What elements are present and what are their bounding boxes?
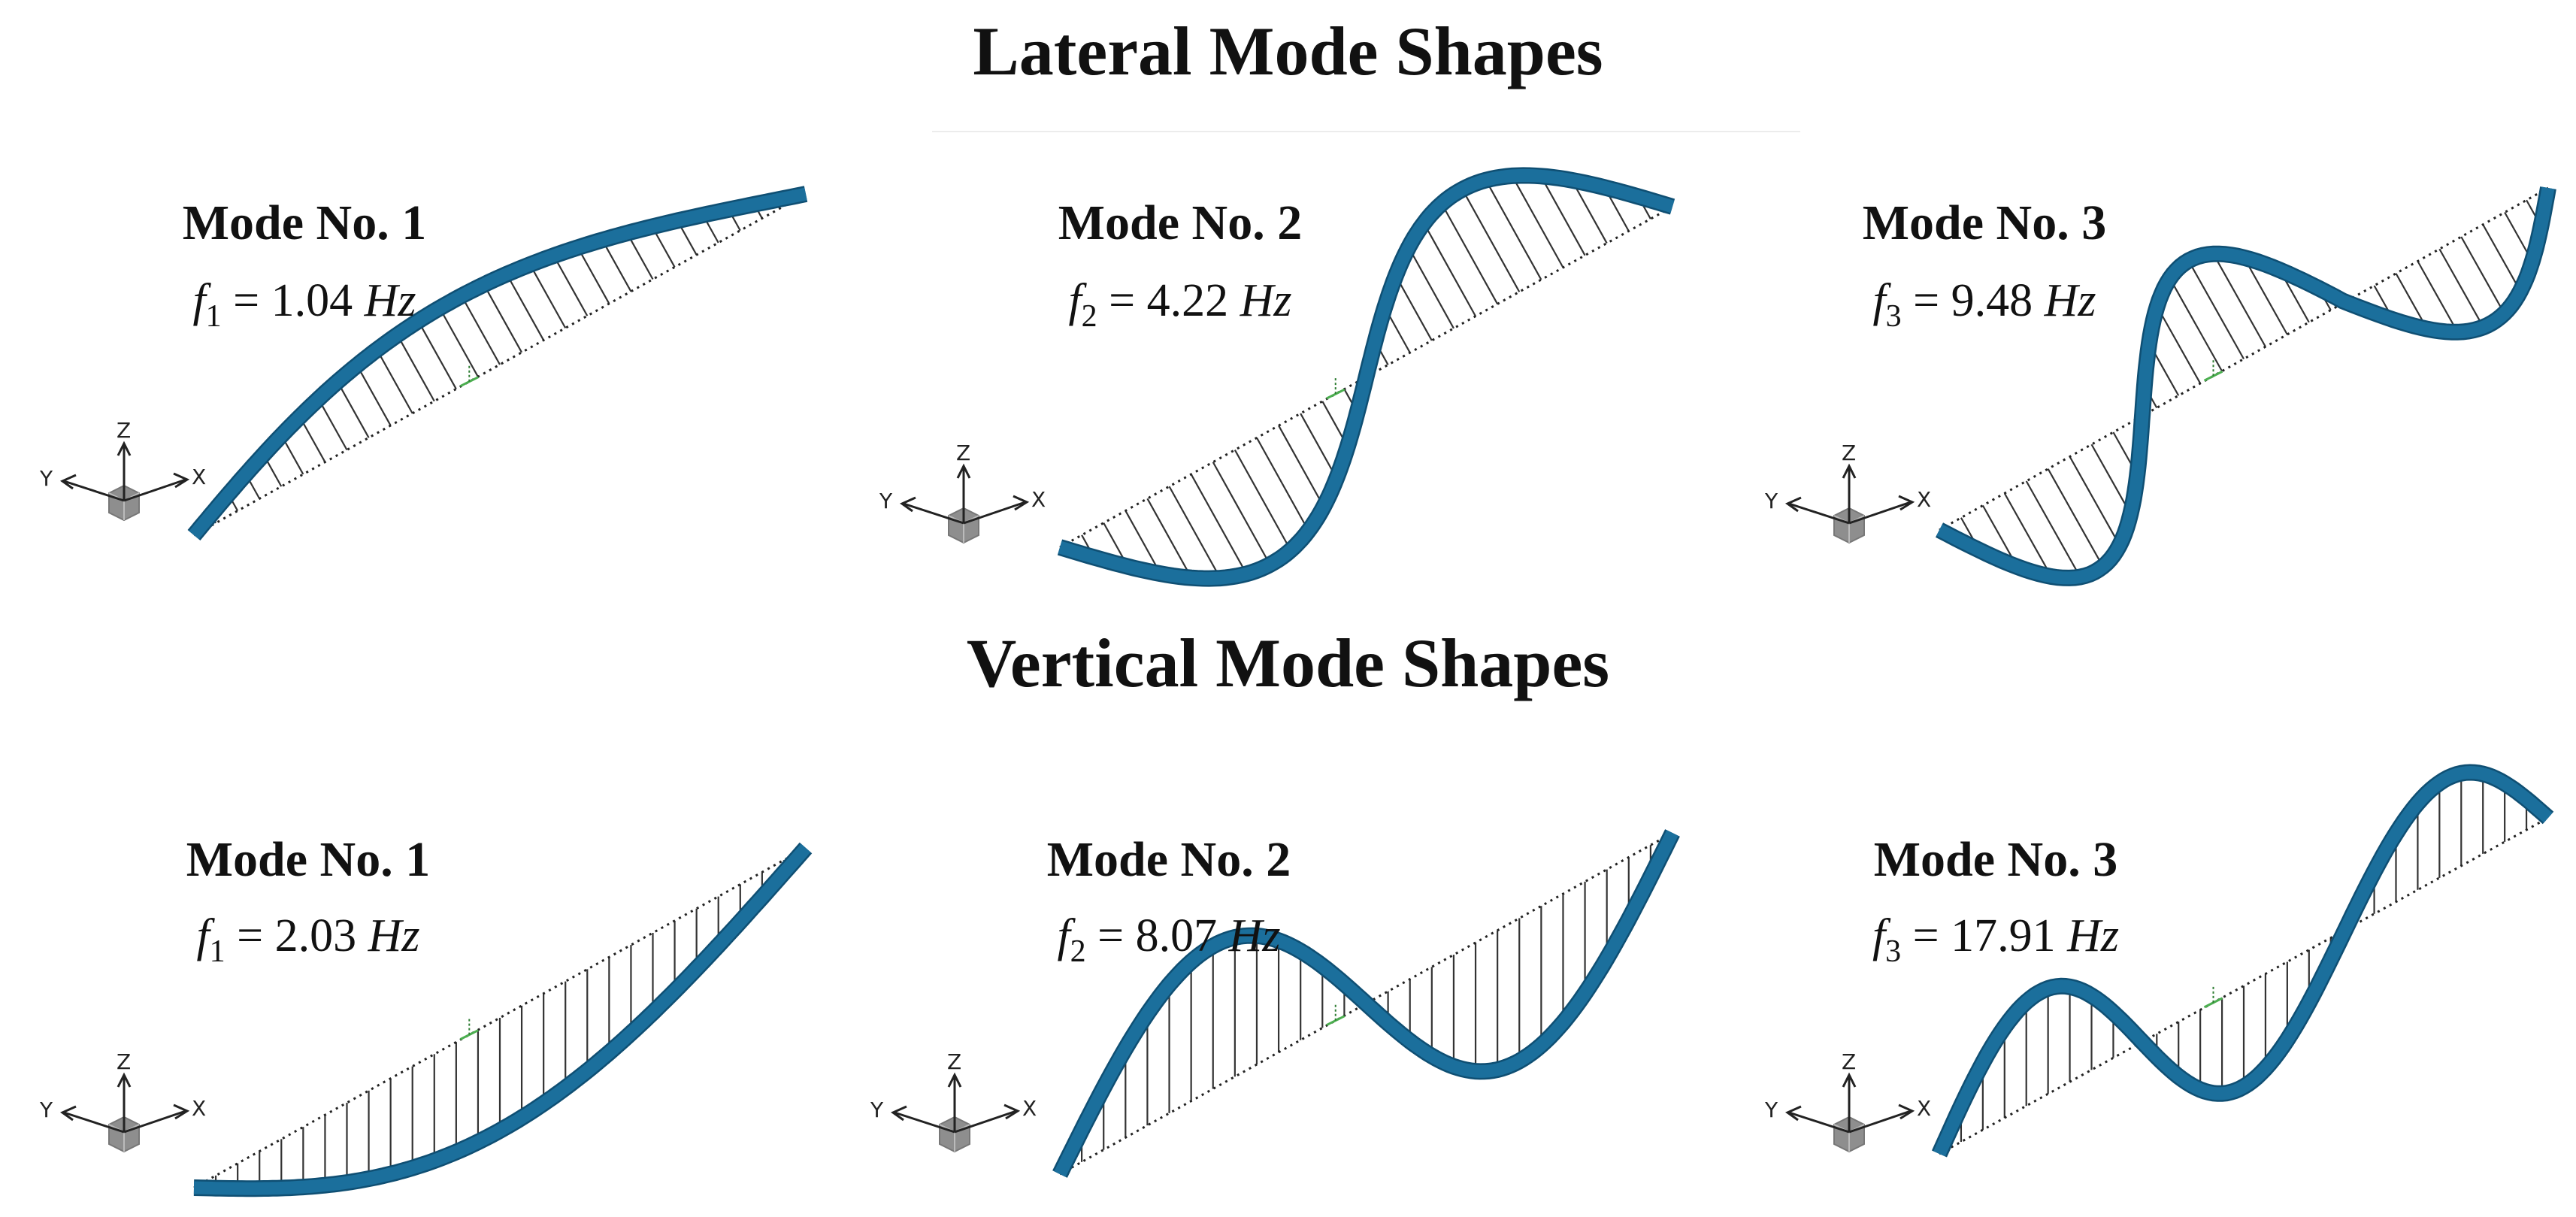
frequency-value: 4.22 — [1147, 275, 1240, 326]
frequency-subscript: 1 — [206, 299, 222, 334]
frequency-value: 17.91 — [1951, 910, 2067, 961]
frequency-label: f3 = 9.48 Hz — [1872, 275, 2096, 334]
axis-label-z: Z — [1842, 1049, 1856, 1074]
frequency-equals: = — [222, 275, 271, 326]
mode-number-label: Mode No. 2 — [1058, 195, 1302, 250]
frequency-equals: = — [1902, 275, 1951, 326]
origin-marker-icon — [2203, 359, 2223, 382]
deformed-beam — [189, 187, 807, 540]
undeformed-axis-line — [1059, 205, 1673, 549]
undeformed-axis-line — [193, 192, 807, 537]
axis-label-x: X — [192, 1096, 206, 1121]
undeformed-axis-line — [1059, 831, 1673, 1176]
origin-marker-icon — [459, 1018, 479, 1040]
xyz-axis-triad-icon — [59, 1072, 190, 1153]
deflection-hatch — [1960, 199, 2542, 578]
axis-label-y: Y — [39, 466, 53, 491]
deformed-beam — [193, 843, 811, 1195]
lateral-mode-3-panel: Mode No. 3 f3 = 9.48 Hz Z Y X — [1764, 186, 2556, 586]
frequency-subscript: 1 — [210, 934, 226, 969]
deformed-beam — [1054, 830, 1678, 1177]
axis-label-y: Y — [1764, 1097, 1778, 1122]
frequency-label: f1 = 2.03 Hz — [196, 910, 419, 969]
axis-label-z: Z — [117, 418, 131, 443]
mode-number-label: Mode No. 3 — [1863, 195, 2106, 250]
frequency-equals: = — [1097, 275, 1147, 326]
undeformed-axis-line — [193, 846, 807, 1189]
frequency-subscript: 2 — [1082, 299, 1097, 334]
vertical-mode-2-panel: Mode No. 2 f2 = 8.07 Hz Z Y X — [870, 829, 1680, 1178]
axis-label-z: Z — [117, 1049, 131, 1074]
frequency-unit: Hz — [364, 275, 416, 326]
origin-marker-icon — [459, 365, 479, 388]
deformed-beam — [1936, 186, 2555, 585]
xyz-axis-triad-icon — [899, 463, 1030, 544]
mode-number-label: Mode No. 1 — [186, 832, 430, 887]
undeformed-axis-line — [1939, 816, 2549, 1155]
axis-label-y: Y — [39, 1097, 53, 1122]
lateral-mode-2-panel: Mode No. 2 f2 = 4.22 Hz Z Y X — [879, 167, 1675, 587]
mode-number-label: Mode No. 3 — [1874, 832, 2117, 887]
deflection-hatch — [1960, 773, 2528, 1143]
origin-marker-icon — [1326, 377, 1346, 400]
vertical-section-title: Vertical Mode Shapes — [966, 625, 1610, 701]
frequency-value: 2.03 — [275, 910, 368, 961]
beam-outline — [1931, 764, 2554, 1158]
axis-label-x: X — [1031, 487, 1046, 512]
xyz-axis-triad-icon — [59, 440, 190, 522]
mode-number-label: Mode No. 1 — [183, 195, 426, 250]
frequency-equals: = — [1901, 910, 1951, 961]
frequency-label: f3 = 17.91 Hz — [1872, 910, 2119, 969]
frequency-value: 9.48 — [1951, 275, 2045, 326]
frequency-value: 8.07 — [1136, 910, 1229, 961]
axis-label-y: Y — [879, 489, 893, 513]
frequency-subscript: 2 — [1070, 934, 1086, 969]
frequency-label: f2 = 8.07 Hz — [1057, 910, 1280, 969]
vertical-mode-3-panel: Mode No. 3 f3 = 17.91 Hz Z Y X — [1764, 764, 2554, 1158]
lateral-section-title: Lateral Mode Shapes — [973, 13, 1603, 89]
axis-label-x: X — [1022, 1096, 1037, 1121]
axis-label-x: X — [192, 465, 206, 489]
xyz-axis-triad-icon — [1784, 463, 1915, 544]
frequency-unit: Hz — [2044, 275, 2096, 326]
frequency-label: f1 = 1.04 Hz — [192, 275, 416, 334]
mode-number-label: Mode No. 2 — [1047, 832, 1291, 887]
vertical-mode-1-panel: Mode No. 1 f1 = 2.03 Hz Z Y X — [39, 832, 813, 1197]
deformed-beam — [1933, 765, 2553, 1157]
frequency-value: 1.04 — [271, 275, 365, 326]
divider-line — [932, 131, 1800, 132]
frequency-equals: = — [226, 910, 275, 961]
xyz-axis-triad-icon — [890, 1072, 1021, 1153]
lateral-mode-1-panel: Mode No. 1 f1 = 1.04 Hz Z Y X — [39, 186, 808, 541]
frequency-unit: Hz — [2066, 910, 2119, 961]
axis-label-y: Y — [1764, 489, 1778, 513]
deformed-beam — [1058, 168, 1675, 586]
axis-label-z: Z — [1842, 440, 1856, 465]
axis-label-z: Z — [956, 440, 970, 465]
axis-label-y: Y — [870, 1097, 884, 1122]
axis-label-x: X — [1917, 487, 1931, 512]
axis-label-z: Z — [947, 1049, 961, 1074]
axis-label-x: X — [1917, 1096, 1931, 1121]
undeformed-axis-line — [1939, 186, 2549, 531]
origin-marker-icon — [2203, 985, 2223, 1009]
frequency-equals: = — [1086, 910, 1136, 961]
xyz-axis-triad-icon — [1784, 1072, 1915, 1153]
frequency-unit: Hz — [368, 910, 420, 961]
frequency-label: f2 = 4.22 Hz — [1068, 275, 1291, 334]
frequency-subscript: 3 — [1885, 934, 1901, 969]
frequency-subscript: 3 — [1886, 299, 1902, 334]
frequency-unit: Hz — [1228, 910, 1281, 961]
origin-marker-icon — [1326, 1004, 1346, 1027]
frequency-unit: Hz — [1240, 275, 1292, 326]
